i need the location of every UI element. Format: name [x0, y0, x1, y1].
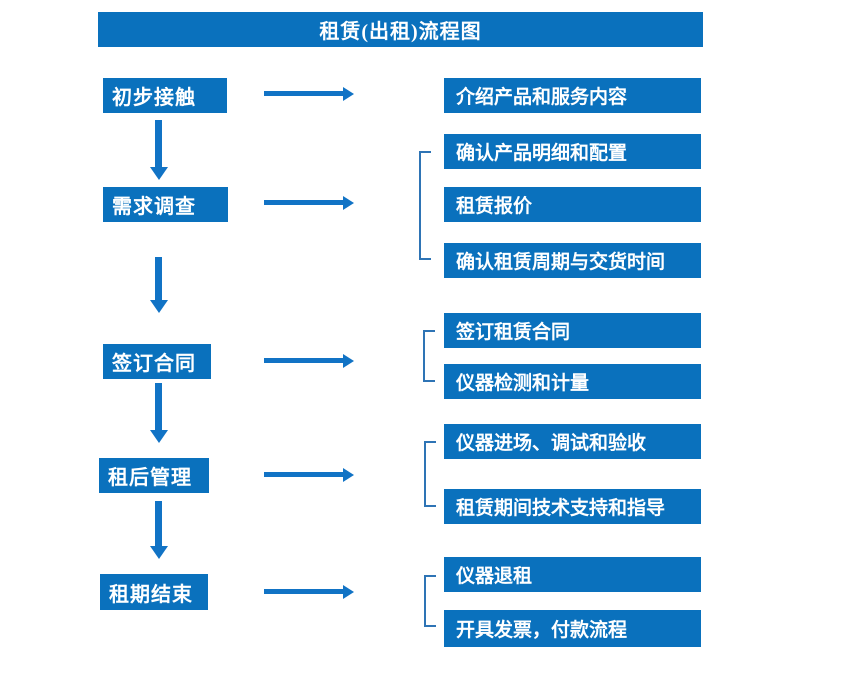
step-box-post-rental-management: 租后管理 [99, 458, 209, 493]
flow-arrow-right-icon [264, 358, 343, 363]
flow-arrow-right-icon [264, 91, 343, 96]
step-box-sign-contract: 签订合同 [103, 344, 211, 379]
step-box-rental-end: 租期结束 [100, 574, 208, 610]
detail-box-confirm-product-details: 确认产品明细和配置 [444, 134, 701, 169]
flow-arrow-right-icon [264, 589, 343, 594]
detail-box-rental-quote: 租赁报价 [444, 187, 701, 222]
flow-arrow-right-icon [264, 200, 343, 205]
flow-arrow-down-icon [155, 383, 162, 430]
step-box-demand-survey: 需求调查 [103, 187, 228, 222]
step-box-initial-contact: 初步接触 [103, 78, 227, 113]
group-bracket [424, 441, 436, 507]
group-bracket [419, 151, 431, 260]
detail-box-sign-rental-contract: 签订租赁合同 [444, 313, 701, 348]
flow-arrow-down-icon [155, 120, 162, 167]
detail-box-instrument-testing-metering: 仪器检测和计量 [444, 364, 701, 399]
detail-box-invoice-payment-process: 开具发票，付款流程 [444, 610, 701, 647]
detail-box-instrument-return: 仪器退租 [444, 557, 701, 592]
group-bracket [423, 330, 435, 382]
detail-box-technical-support-guidance: 租赁期间技术支持和指导 [444, 489, 701, 524]
diagram-title: 租赁(出租)流程图 [98, 12, 703, 47]
flow-arrow-right-icon [264, 472, 343, 477]
detail-box-confirm-rental-period-delivery: 确认租赁周期与交货时间 [444, 243, 701, 278]
flow-arrow-down-icon [155, 501, 162, 546]
group-bracket [424, 575, 436, 627]
detail-box-instrument-entry-debug-acceptance: 仪器进场、调试和验收 [444, 424, 701, 459]
detail-box-introduce-products-services: 介绍产品和服务内容 [444, 78, 701, 113]
flow-arrow-down-icon [155, 257, 162, 300]
